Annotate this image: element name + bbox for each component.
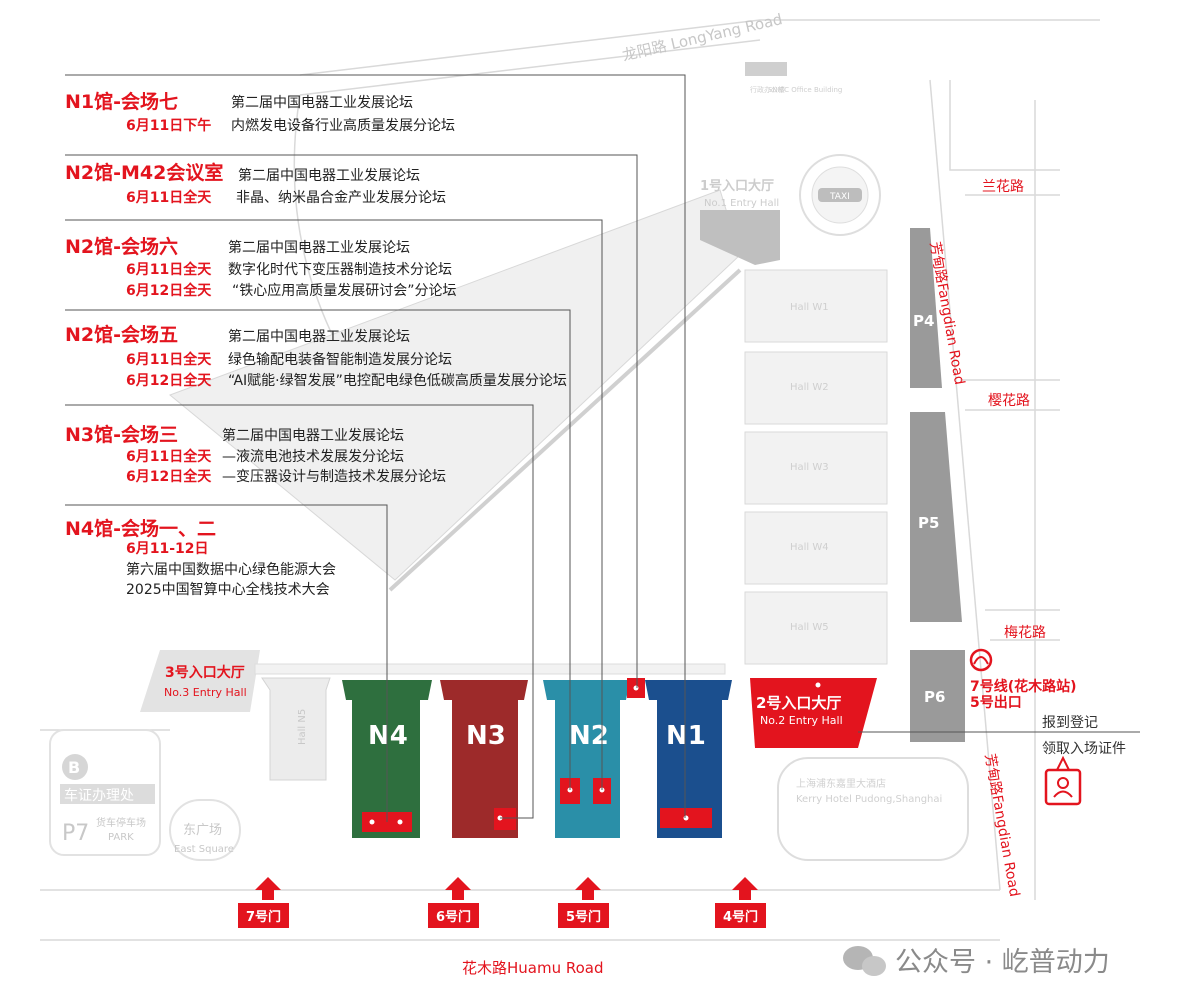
hall-n1[interactable] — [645, 680, 732, 838]
no1-entry-cn: 1号入口大厅 — [700, 178, 774, 194]
venue-4-event-2: —变压器设计与制造技术发展分论坛 — [222, 469, 446, 485]
no2-entry-hall — [750, 678, 877, 748]
venue-2-date-2: 6月12日全天 — [126, 283, 212, 299]
venue-3-event-0: 第二届中国电器工业发展论坛 — [228, 329, 410, 345]
office-building-cn: 行政办公楼 — [750, 85, 785, 94]
venue-1-event-1: 非晶、纳米晶合金产业发展分论坛 — [236, 190, 446, 206]
venue-0-hall: N1馆-会场七 — [65, 91, 179, 113]
hall-w3-label: Hall W3 — [790, 462, 829, 473]
venue-1-event-0: 第二届中国电器工业发展论坛 — [238, 168, 420, 184]
metro-icon — [969, 648, 993, 672]
metro-line: 7号线(花木路站) — [970, 679, 1077, 695]
venue-4-date-2: 6月12日全天 — [126, 469, 212, 485]
gate-5[interactable]: 5号门 — [558, 903, 610, 928]
gate-4[interactable]: 4号门 — [715, 903, 767, 928]
hall-n3-label: N3 — [466, 721, 506, 751]
office-building-en: SNIEC Office Building — [768, 86, 842, 94]
venue-2-event-2: “铁心应用高质量发展研讨会”分论坛 — [232, 283, 457, 299]
east-square-cn: 东广场 — [183, 823, 222, 838]
badge-pickup-label: 领取入场证件 — [1042, 741, 1126, 757]
road-yinghua: 樱花路 — [988, 393, 1030, 409]
venue-4-event-1: —液流电池技术发展发分论坛 — [222, 449, 404, 465]
hall-n5-label: Hall N5 — [297, 709, 308, 745]
hall-w1-label: Hall W1 — [790, 302, 829, 313]
pass-office-label: 车证办理处 — [64, 787, 134, 804]
parking-p6 — [910, 650, 965, 742]
venue-5-date-0: 6月11-12日 — [126, 541, 209, 557]
svg-text:B: B — [68, 758, 80, 777]
venue-2-event-1: 数字化时代下变压器制造技术分论坛 — [228, 262, 452, 278]
road-huamu: 花木路Huamu Road — [462, 959, 604, 977]
hall-w5-label: Hall W5 — [790, 622, 829, 633]
venue-3-hall: N2馆-会场五 — [65, 324, 179, 346]
venue-1-date-1: 6月11日全天 — [126, 190, 212, 206]
hall-n4-label: N4 — [368, 721, 408, 751]
watermark: 公众号 · 屹普动力 — [895, 947, 1110, 978]
pass-office-icon — [62, 754, 88, 780]
office-building: 行政办公楼 SNIEC Office Building — [745, 62, 842, 94]
venue-0-event-1: 内燃发电设备行业高质量发展分论坛 — [231, 118, 455, 134]
venue-0-event-0: 第二届中国电器工业发展论坛 — [231, 95, 413, 111]
venue-1-hall: N2馆-M42会议室 — [65, 162, 224, 184]
venue-3-date-1: 6月11日全天 — [126, 352, 212, 368]
taxi-label: TAXI — [829, 192, 850, 202]
registration-label: 报到登记 — [1042, 715, 1098, 731]
connector-lines — [65, 74, 1140, 822]
no3-entry-en: No.3 Entry Hall — [164, 686, 247, 699]
hall-w4-label: Hall W4 — [790, 542, 829, 553]
kerry-cn: 上海浦东嘉里大酒店 — [796, 777, 886, 790]
hall-n3[interactable] — [440, 680, 528, 838]
kerry-en: Kerry Hotel Pudong,Shanghai — [796, 794, 942, 805]
no3-entry-cn: 3号入口大厅 — [165, 664, 245, 681]
east-square-en: East Square — [174, 844, 234, 855]
gate-arrows — [255, 877, 758, 900]
parking-p5 — [910, 412, 962, 622]
parking-p5-label: P5 — [918, 514, 939, 532]
venue-2-event-0: 第二届中国电器工业发展论坛 — [228, 240, 410, 256]
parking-p4-label: P4 — [913, 312, 934, 330]
parking-p6-label: P6 — [924, 688, 945, 706]
taxi-icon: TAXI — [799, 154, 881, 236]
venue-3-event-1: 绿色输配电装备智能制造发展分论坛 — [228, 352, 452, 368]
no1-entry-hall — [700, 210, 780, 265]
venue-2-hall: N2馆-会场六 — [65, 236, 179, 258]
hall-n2[interactable] — [543, 680, 630, 838]
p7-en: PARK — [108, 832, 134, 843]
diagonal-road — [388, 268, 742, 592]
gate-6[interactable]: 6号门 — [428, 903, 480, 928]
venue-3-date-2: 6月12日全天 — [126, 373, 212, 389]
gate-7[interactable]: 7号门 — [238, 903, 290, 928]
venue-4-event-0: 第二届中国电器工业发展论坛 — [222, 428, 404, 444]
east-square — [169, 799, 241, 861]
parking-p4 — [910, 228, 942, 388]
kerry-hotel — [777, 757, 969, 861]
no3-entry-hall — [140, 650, 260, 712]
metro-exit: 5号出口 — [970, 695, 1022, 711]
hall-n2-label: N2 — [569, 721, 609, 751]
venue-5-event-1: 第六届中国数据中心绿色能源大会 — [126, 562, 336, 578]
venue-3-event-2: “AI赋能·绿智发展”电控配电绿色低碳高质量发展分论坛 — [228, 373, 567, 389]
venue-5-hall: N4馆-会场一、二 — [65, 518, 217, 540]
west-halls — [744, 269, 888, 665]
road-lanhua: 兰花路 — [982, 179, 1024, 195]
hall-n1-label: N1 — [666, 721, 706, 751]
parking-p7-label: P7 — [62, 821, 89, 846]
road-meihua: 梅花路 — [1004, 625, 1046, 641]
no1-entry-en: No.1 Entry Hall — [704, 198, 779, 209]
p7-area — [49, 729, 161, 856]
venue-0-date-1: 6月11日下午 — [126, 118, 212, 134]
venue-4-date-1: 6月11日全天 — [126, 449, 212, 465]
hall-w2-label: Hall W2 — [790, 382, 829, 393]
venue-5-event-2: 2025中国智算中心全栈技术大会 — [126, 582, 330, 598]
no2-entry-en: No.2 Entry Hall — [760, 714, 843, 727]
wechat-icon — [843, 946, 886, 976]
venue-4-hall: N3馆-会场三 — [65, 424, 179, 446]
badge-icon — [1044, 755, 1082, 806]
hall-n5 — [261, 677, 331, 781]
venue-2-date-1: 6月11日全天 — [126, 262, 212, 278]
no2-entry-cn: 2号入口大厅 — [756, 694, 841, 712]
north-corridor — [254, 663, 726, 675]
p7-cn: 货车停车场 — [96, 816, 146, 829]
